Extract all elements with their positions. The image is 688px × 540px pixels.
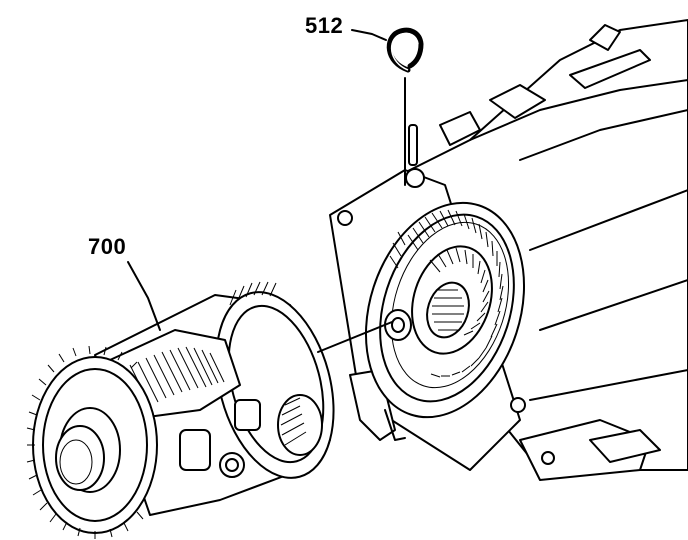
snap-ring-512 (386, 27, 424, 73)
alignment-lines (127, 29, 406, 353)
transmission-housing (329, 19, 688, 481)
differential-case-700 (26, 281, 335, 539)
callout-700-label: 700 (88, 234, 127, 259)
callout-512-label: 512 (305, 13, 344, 38)
ring-gear-teeth (384, 209, 510, 389)
